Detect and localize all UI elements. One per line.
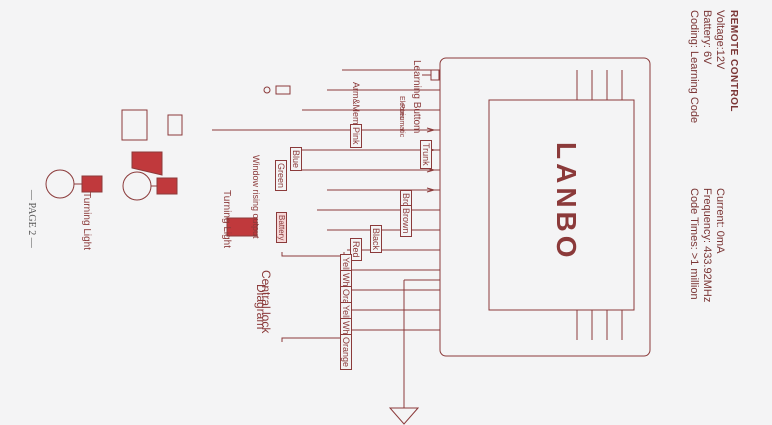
battery-label: Battery — [276, 212, 287, 244]
orange-wire: Orange — [340, 334, 352, 371]
window-rising-label: Window rising output — [251, 155, 261, 239]
page-number: — PAGE 2 — — [26, 190, 37, 248]
turning-light-label-2: Turning Light — [81, 192, 92, 250]
pneumatic-label: Pneumatic — [398, 104, 405, 138]
turning-light-label-1: Turning Light — [221, 190, 232, 248]
brand-logo: LANBO — [551, 142, 582, 262]
pink-wire: Pink — [350, 124, 362, 148]
blue-wire: Blue — [290, 147, 302, 172]
diagram-label: Diagram — [254, 284, 268, 330]
green-wire: Green — [275, 160, 287, 192]
brown-wire-2: Brown — [400, 205, 412, 237]
black-wire: Black — [370, 225, 382, 254]
learning-button-label: Learning Buttom — [411, 60, 422, 134]
trunk-wire: Trunk — [420, 140, 432, 169]
